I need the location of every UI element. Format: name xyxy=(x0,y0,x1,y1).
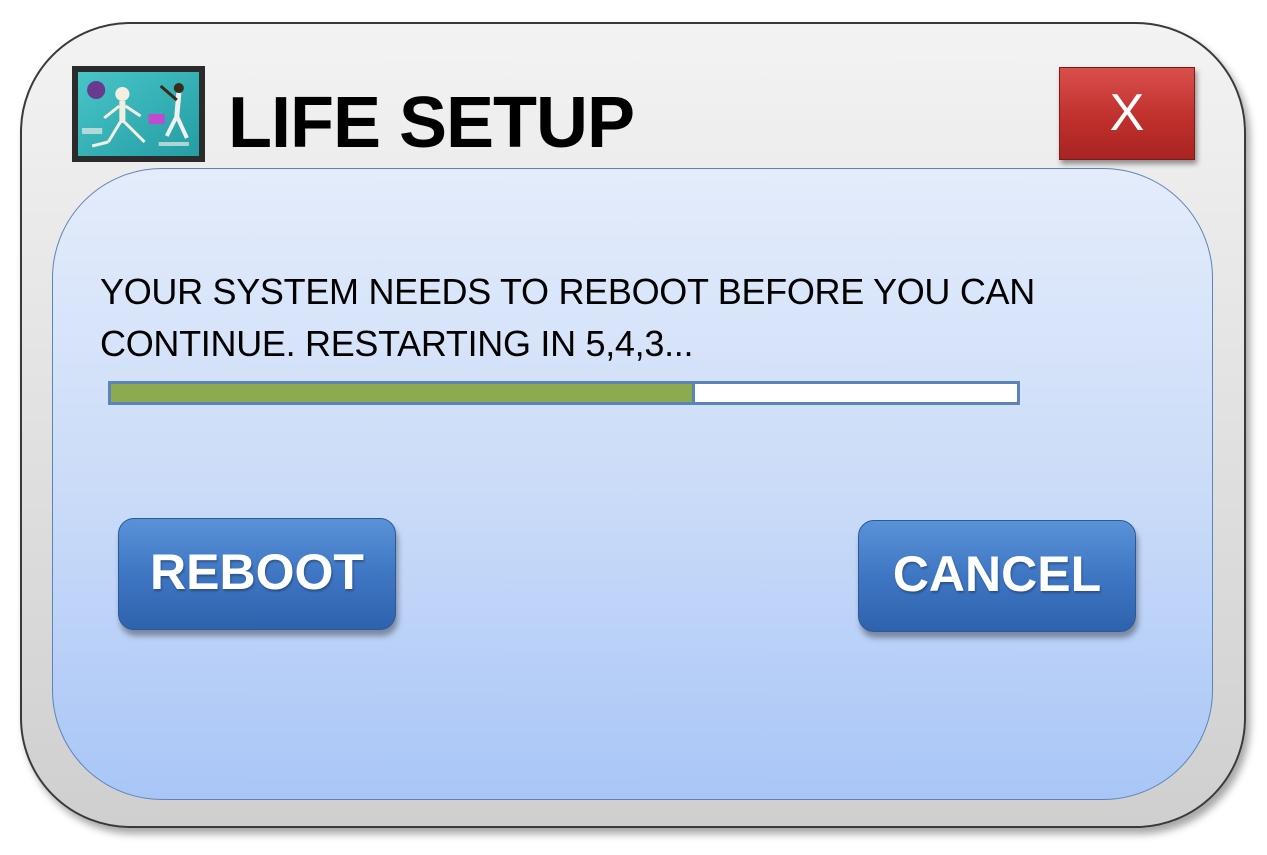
content-panel xyxy=(52,168,1213,800)
progress-fill xyxy=(111,384,696,402)
reboot-message: YOUR SYSTEM NEEDS TO REBOOT BEFORE YOU C… xyxy=(100,266,1035,370)
restart-progress-bar xyxy=(108,381,1020,405)
reboot-button[interactable]: REBOOT xyxy=(118,518,396,630)
cancel-button[interactable]: CANCEL xyxy=(858,520,1136,632)
message-line-2: CONTINUE. RESTARTING IN 5,4,3... xyxy=(100,323,694,364)
anatomy-poster-icon xyxy=(72,66,205,162)
window-title: LIFE SETUP xyxy=(228,83,635,163)
close-button[interactable]: X xyxy=(1059,67,1195,160)
message-line-1: YOUR SYSTEM NEEDS TO REBOOT BEFORE YOU C… xyxy=(100,271,1035,312)
